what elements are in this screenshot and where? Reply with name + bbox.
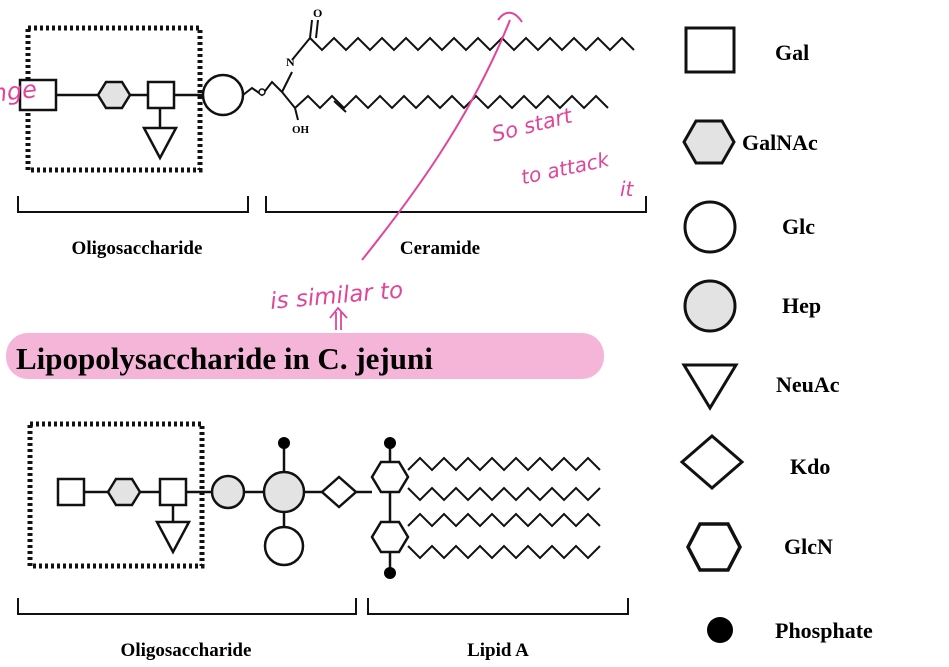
top-oligosaccharide-box: [25, 25, 203, 173]
bottom-phosphate-dot-2: [384, 437, 396, 449]
bottom-lipida-label: Lipid A: [467, 640, 529, 661]
legend-glc-circle-icon: [683, 200, 737, 254]
annotation-arrow-head: [497, 11, 523, 23]
chem-n-label: N: [286, 55, 295, 69]
top-gal-square-1: [18, 78, 58, 112]
legend-label-galnac: GalNAc: [742, 130, 818, 155]
bottom-phosphate-dot-1: [278, 437, 290, 449]
bottom-neuac-triangle: [154, 520, 192, 555]
bottom-glc-circle: [263, 525, 305, 567]
bottom-structure: [27, 421, 601, 579]
chem-o-label: O: [313, 6, 322, 20]
legend-gal-square-icon: [684, 26, 736, 74]
top-gal-square-2: [146, 80, 176, 110]
top-structure: O N OH: [18, 6, 635, 173]
bottom-galnac-hexagon: [106, 477, 142, 507]
legend-label-phosphate: Phosphate: [775, 618, 873, 643]
legend-label-glc: Glc: [782, 214, 815, 239]
legend-hep-circle-icon: [683, 279, 737, 333]
annotation-so-start: So start: [489, 103, 575, 146]
legend-kdo-diamond-icon: [679, 434, 745, 490]
top-neuac-triangle: [141, 126, 179, 161]
annotation-edge-fragment: nge: [0, 75, 38, 108]
legend-phosphate-dot-icon: [707, 617, 733, 643]
legend-galnac-hexagon-icon: [682, 119, 736, 165]
bottom-gal-square-1: [56, 477, 86, 507]
annotation-arrow-line: [361, 19, 511, 261]
lipid-chain-4: [407, 544, 601, 560]
bottom-gal-square-2: [158, 477, 188, 507]
top-glc-circle: [201, 73, 245, 117]
legend: Gal GalNAc Glc Hep NeuAc Kdo GlcN Phosph…: [679, 26, 873, 643]
legend-glcn-hexagon-icon: [686, 522, 742, 572]
bottom-oligo-bracket: [17, 598, 357, 615]
bottom-kdo-diamond: [320, 475, 358, 509]
bottom-hep-circle-1: [210, 474, 246, 510]
bottom-lipida-bracket: [367, 598, 629, 615]
annotation-to-attack: to attack: [519, 147, 613, 189]
legend-neuac-triangle-icon: [681, 363, 739, 411]
chem-oh-label: OH: [292, 124, 310, 136]
top-oligosaccharide-label: Oligosaccharide: [72, 238, 203, 259]
bottom-oligosaccharide-box: [27, 421, 205, 569]
title-highlight: [6, 333, 604, 379]
top-galnac-hexagon: [96, 80, 132, 110]
legend-label-hep: Hep: [782, 293, 821, 318]
bottom-glcn-hexagon-1: [370, 460, 410, 494]
legend-label-neuac: NeuAc: [776, 372, 840, 397]
bottom-phosphate-dot-3: [384, 567, 396, 579]
handwritten-annotations: nge So start to attack it is similar to: [0, 11, 635, 330]
bottom-brackets: Oligosaccharide Lipid A: [17, 598, 629, 661]
top-ceramide-label: Ceramide: [400, 238, 480, 259]
page-title: Lipopolysaccharide in C. jejuni: [16, 341, 433, 376]
legend-label-glcn: GlcN: [784, 534, 833, 559]
lipid-chain-2: [407, 486, 601, 502]
top-chain-2: [294, 94, 609, 110]
lipid-chain-1: [407, 456, 601, 472]
top-ceramide-bracket: [265, 196, 647, 213]
top-chain-1: [309, 36, 635, 52]
top-oligo-bracket: [17, 196, 249, 213]
bottom-hep-circle-2: [262, 470, 306, 514]
bottom-glcn-hexagon-2: [370, 520, 410, 554]
bottom-oligosaccharide-label: Oligosaccharide: [121, 640, 252, 661]
lipid-chain-3: [407, 512, 601, 528]
legend-label-kdo: Kdo: [790, 454, 830, 479]
top-brackets: Oligosaccharide Ceramide: [17, 196, 647, 259]
legend-label-gal: Gal: [775, 40, 809, 65]
annotation-it: it: [620, 177, 635, 201]
